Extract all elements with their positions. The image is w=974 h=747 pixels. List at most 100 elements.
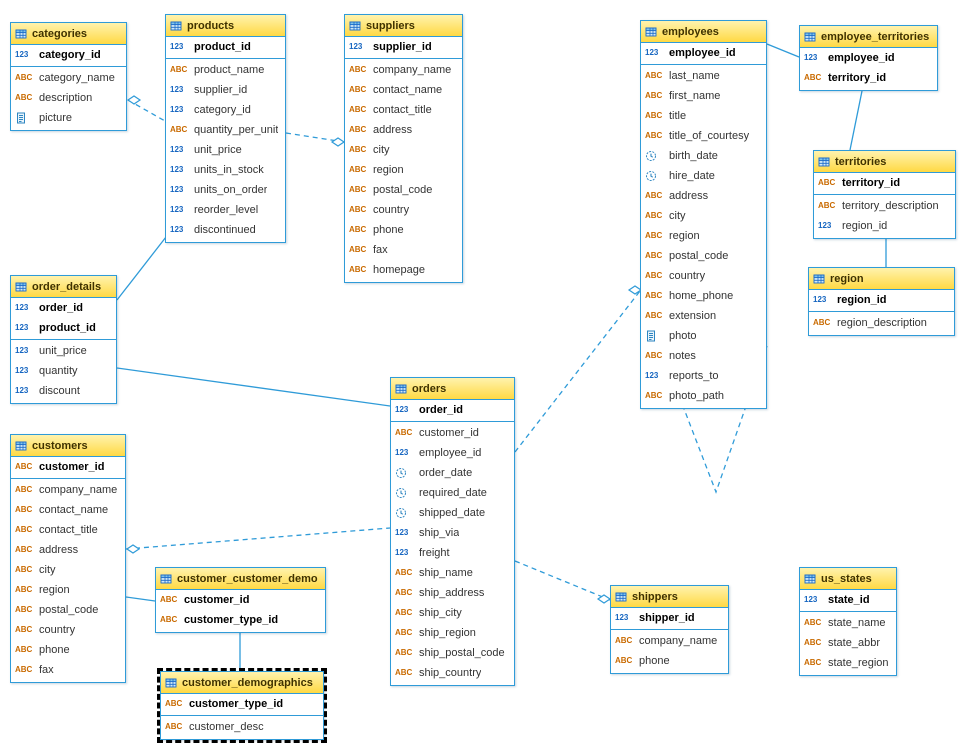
table-header-employee_territories[interactable]: employee_territories [800, 26, 937, 48]
relationship-employees-employee_territories[interactable] [766, 43, 800, 58]
table-header-shippers[interactable]: shippers [611, 586, 728, 608]
column-employees-photo[interactable]: photo [641, 326, 766, 346]
table-header-suppliers[interactable]: suppliers [345, 15, 462, 37]
table-header-territories[interactable]: territories [814, 151, 955, 173]
column-employees-hire_date[interactable]: hire_date [641, 166, 766, 186]
column-orders-order_date[interactable]: order_date [391, 463, 514, 483]
relationship-order_details-orders[interactable] [116, 367, 391, 407]
column-orders-shipped_date[interactable]: shipped_date [391, 503, 514, 523]
relationship-categories-products[interactable] [127, 99, 166, 122]
column-employees-birth_date[interactable]: birth_date [641, 146, 766, 166]
relationship-customers-customer_customer_demo[interactable] [125, 596, 156, 602]
table-header-employees[interactable]: employees [641, 21, 766, 43]
table-header-us_states[interactable]: us_states [800, 568, 896, 590]
table-header-region[interactable]: region [809, 268, 954, 290]
relationship-order_details-products[interactable] [116, 236, 167, 301]
table-header-categories[interactable]: categories [11, 23, 126, 45]
relationship-orders-employees[interactable] [514, 290, 641, 453]
table-header-customers[interactable]: customers [11, 435, 125, 457]
relationship-customers-orders[interactable] [125, 527, 391, 550]
table-header-orders[interactable]: orders [391, 378, 514, 400]
relationship-orders-shippers[interactable] [514, 560, 611, 601]
table-header-customer_customer_demo[interactable]: customer_customer_demo [156, 568, 325, 590]
table-header-products[interactable]: products [166, 15, 285, 37]
table-header-customer_demographics[interactable]: customer_demographics [161, 672, 323, 694]
